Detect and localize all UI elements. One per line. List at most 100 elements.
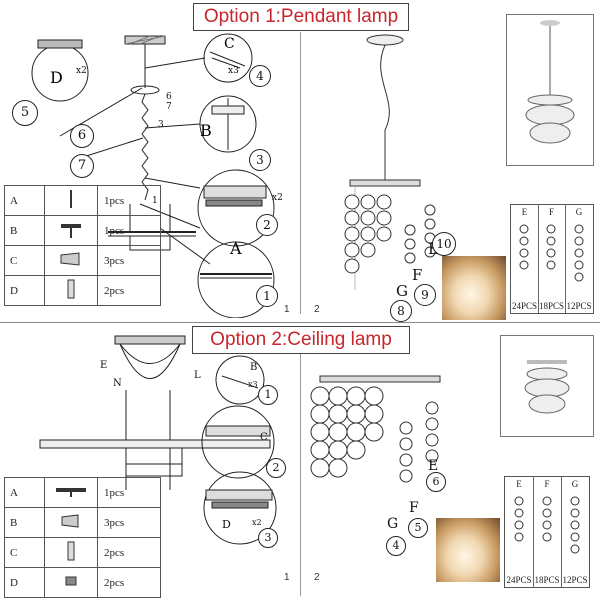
option2-title: Option 2:Ceiling lamp [192, 326, 410, 354]
screw-icon [44, 185, 98, 216]
option2-count-value-G: 12PCS [562, 575, 588, 585]
part-letter: B [4, 215, 45, 246]
parts-row: C 3pcs [4, 245, 161, 276]
step-circle-2: 2 [256, 214, 278, 236]
option2-strand-circle-4: 4 [386, 536, 406, 556]
callout-x3: x3 [228, 66, 239, 76]
option2-lamp-drawing [310, 375, 441, 483]
part-qty: 1pcs [97, 215, 161, 246]
wire-connector-icon [44, 245, 98, 276]
parts-row: B 1pcs [4, 215, 161, 246]
step-circle-5: 5 [12, 100, 38, 126]
strand-samples [519, 224, 584, 282]
callout-x3-2: x3 [248, 380, 258, 389]
strand-letter-F: F [412, 266, 423, 284]
callout-C2: C [260, 432, 268, 443]
option1-assembly-diagram: D C B A [31, 33, 275, 318]
part-letter: B [4, 507, 45, 538]
count-header-F: F [548, 207, 554, 217]
option2-count-value-F: 18PCS [534, 575, 560, 585]
callout-n3: 3 [158, 120, 164, 130]
part-letter: A [4, 185, 45, 216]
step-circle-4: 4 [249, 65, 271, 87]
part-qty: 1pcs [97, 477, 161, 508]
part-letter: C [4, 245, 45, 276]
count-value-F: 18PCS [538, 301, 564, 311]
section-separator [0, 322, 600, 323]
option1-preview-box [506, 14, 594, 166]
option2-strand-letter-E: E [428, 458, 439, 474]
parts-row: B 3pcs [4, 507, 161, 538]
step-circle-3: 3 [249, 149, 271, 171]
part-qty: 2pcs [97, 537, 161, 568]
option2-assembly-diagram [39, 335, 277, 545]
strand-letter-G: G [396, 282, 408, 300]
callout-x2-2: x2 [252, 518, 262, 527]
option1-title: Option 1:Pendant lamp [193, 3, 409, 31]
option2-step-circle-2: 2 [266, 458, 286, 478]
part-letter: D [4, 275, 45, 306]
count-header-G: G [575, 207, 583, 217]
step-circle-7: 7 [70, 154, 94, 178]
callout-D: D [50, 68, 63, 87]
count-value-G: 12PCS [566, 301, 592, 311]
option1-lamp-photo [442, 256, 506, 320]
option2-count-header-G: G [571, 479, 579, 489]
anchor-icon [44, 275, 98, 306]
option2-step-circle-1: 1 [258, 385, 278, 405]
parts-row: D 2pcs [4, 275, 161, 306]
count-header-E: E [521, 207, 528, 217]
step-circle-6: 6 [70, 124, 94, 148]
wire-connector-icon [44, 507, 98, 538]
callout-n6: 6 [166, 92, 172, 102]
callout-E: E [100, 360, 108, 371]
option2-count-header-E: E [516, 479, 522, 489]
part-qty: 3pcs [97, 245, 161, 276]
hook-icon [44, 215, 98, 246]
callout-n7: 7 [166, 102, 172, 112]
parts-row: A 1pcs [4, 185, 161, 216]
nut-icon [44, 567, 98, 598]
option2-strand-samples [514, 496, 580, 554]
option2-page-left: 1 [284, 572, 290, 583]
option2-strand-count-box: E F G 24PCS 18PCS 12PCS [504, 476, 590, 588]
option2-lamp-photo [436, 518, 500, 582]
anchor-icon [44, 537, 98, 568]
parts-row: D 2pcs [4, 567, 161, 598]
option1-strand-count-box: E F G 24PCS 18PCS 12PCS [510, 204, 594, 314]
option1-lamp-drawing [344, 34, 436, 290]
part-letter: C [4, 537, 45, 568]
strand-circle-8: 8 [390, 300, 412, 322]
mounting-bar-icon [44, 477, 98, 508]
callout-A: A [229, 239, 242, 258]
option2-preview-box [500, 335, 594, 437]
option2-strand-letter-G: G [387, 516, 399, 532]
option1-page-divider [300, 32, 301, 314]
part-qty: 3pcs [97, 507, 161, 538]
option2-strand-circle-6: 6 [426, 472, 446, 492]
option2-count-value-E: 24PCS [506, 575, 532, 585]
option2-count-header-F: F [544, 479, 550, 489]
option2-step-circle-3: 3 [258, 528, 278, 548]
ceiling-lamp-icon [524, 360, 570, 414]
part-qty: 1pcs [97, 185, 161, 216]
option1-parts-table: A 1pcs B 1pcs C 3pcs D 2pcs [4, 185, 161, 306]
option2-parts-table: A 1pcs B 3pcs C 2pcs D 2pcs [4, 477, 161, 598]
callout-D2: D [222, 518, 231, 531]
part-qty: 2pcs [97, 567, 161, 598]
callout-B: B [200, 121, 212, 140]
strand-circle-9: 9 [414, 284, 436, 306]
callout-N: N [113, 378, 122, 389]
option2-strand-letter-F: F [409, 500, 419, 516]
part-letter: D [4, 567, 45, 598]
callout-B2: B [250, 362, 258, 373]
callout-L: L [194, 370, 201, 381]
option2-page-divider [300, 354, 301, 596]
option1-page-right: 2 [314, 304, 320, 315]
strand-circle-10: 10 [432, 232, 456, 256]
parts-row: C 2pcs [4, 537, 161, 568]
step-circle-1: 1 [256, 285, 278, 307]
callout-x2-bottom: x2 [272, 193, 283, 203]
count-value-E: 24PCS [511, 301, 537, 311]
parts-row: A 1pcs [4, 477, 161, 508]
